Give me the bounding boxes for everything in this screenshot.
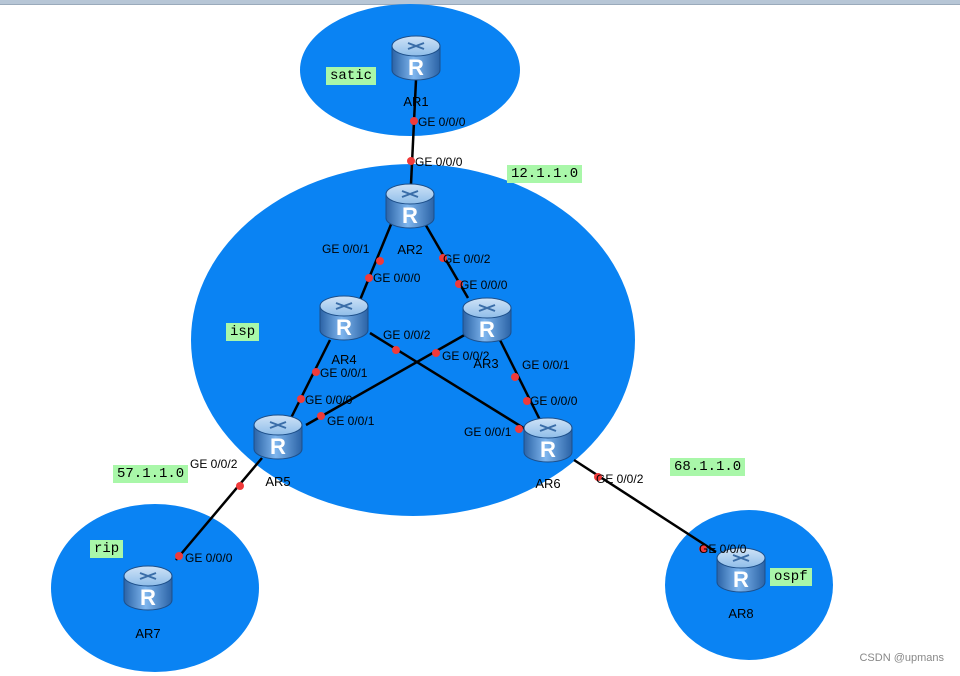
port-dot[interactable]: [523, 397, 531, 405]
router-ar2-icon[interactable]: R: [380, 178, 440, 234]
port-label-ar7-g000: GE 0/0/0: [185, 551, 233, 565]
port-label-ar5-g000: GE 0/0/0: [305, 393, 353, 407]
router-ar6-icon[interactable]: R: [518, 412, 578, 468]
svg-text:R: R: [540, 437, 556, 462]
link-ar3-ar6[interactable]: [498, 339, 542, 421]
router-ar3-icon[interactable]: R: [457, 292, 517, 348]
zone-label-static: satic: [326, 67, 377, 85]
port-label-ar2-g002: GE 0/0/2: [443, 252, 491, 266]
port-dot[interactable]: [699, 545, 707, 553]
window-top-strip: [0, 0, 960, 5]
port-dot[interactable]: [432, 349, 440, 357]
port-dot[interactable]: [175, 552, 183, 560]
port-dot[interactable]: [407, 157, 415, 165]
port-label-ar6-g000: GE 0/0/0: [530, 394, 578, 408]
router-ar8-name: AR8: [728, 606, 754, 621]
network-label-68: 68.1.1.0: [670, 458, 746, 476]
port-label-ar2-g000: GE 0/0/0: [415, 155, 463, 169]
port-dot[interactable]: [365, 274, 373, 282]
zone-label-ospf: ospf: [770, 568, 812, 586]
port-label-ar4-g000: GE 0/0/0: [373, 271, 421, 285]
port-dot[interactable]: [392, 346, 400, 354]
port-label-ar2-g001: GE 0/0/1: [322, 242, 370, 256]
router-ar1-icon[interactable]: R: [386, 30, 446, 86]
port-dot[interactable]: [410, 117, 418, 125]
port-label-ar1-g000: GE 0/0/0: [418, 115, 466, 129]
port-label-ar5-g001: GE 0/0/1: [327, 414, 375, 428]
port-dot[interactable]: [376, 257, 384, 265]
svg-text:R: R: [408, 55, 424, 80]
svg-text:R: R: [336, 315, 352, 340]
port-label-ar6-g002: GE 0/0/2: [596, 472, 644, 486]
port-label-ar4-g001: GE 0/0/1: [320, 366, 368, 380]
link-ar1-ar2[interactable]: [409, 79, 418, 185]
zone-label-isp: isp: [226, 323, 260, 341]
port-label-ar3-g002: GE 0/0/2: [442, 349, 490, 363]
router-ar6-name: AR6: [535, 476, 561, 491]
router-ar5-name: AR5: [265, 474, 291, 489]
port-label-ar4-g002: GE 0/0/2: [383, 328, 431, 342]
port-label-ar8-g000: GE 0/0/0: [699, 542, 747, 556]
port-label-ar5-g002: GE 0/0/2: [190, 457, 238, 471]
port-label-ar6-g001: GE 0/0/1: [464, 425, 512, 439]
router-ar7-name: AR7: [135, 626, 161, 641]
router-ar4-icon[interactable]: R: [314, 290, 374, 346]
port-dot[interactable]: [317, 412, 325, 420]
router-ar7-icon[interactable]: R: [118, 560, 178, 616]
router-ar4-name: AR4: [331, 352, 357, 367]
link-ar3-ar5[interactable]: [305, 331, 469, 427]
router-ar3-name: AR3: [473, 356, 499, 371]
port-dot[interactable]: [312, 368, 320, 376]
svg-text:R: R: [402, 203, 418, 228]
svg-text:R: R: [479, 317, 495, 342]
port-dot[interactable]: [236, 482, 244, 490]
port-dot[interactable]: [297, 395, 305, 403]
link-ar4-ar5[interactable]: [288, 339, 332, 421]
router-ar1-name: AR1: [403, 94, 429, 109]
port-dot[interactable]: [439, 254, 447, 262]
port-label-ar3-g000: GE 0/0/0: [460, 278, 508, 292]
port-dot[interactable]: [594, 473, 602, 481]
network-label-12: 12.1.1.0: [507, 165, 583, 183]
port-dot[interactable]: [515, 425, 523, 433]
router-ar2-name: AR2: [397, 242, 423, 257]
watermark: CSDN @upmans: [859, 652, 944, 664]
svg-text:R: R: [140, 585, 156, 610]
svg-text:R: R: [733, 567, 749, 592]
network-label-57: 57.1.1.0: [113, 465, 189, 483]
link-ar5-ar7[interactable]: [175, 457, 263, 561]
svg-text:R: R: [270, 434, 286, 459]
port-label-ar3-g001: GE 0/0/1: [522, 358, 570, 372]
router-ar5-icon[interactable]: R: [248, 409, 308, 465]
port-dot[interactable]: [455, 280, 463, 288]
zone-label-rip: rip: [90, 540, 124, 558]
router-ar8-icon[interactable]: R: [711, 542, 771, 598]
port-dot[interactable]: [511, 373, 519, 381]
